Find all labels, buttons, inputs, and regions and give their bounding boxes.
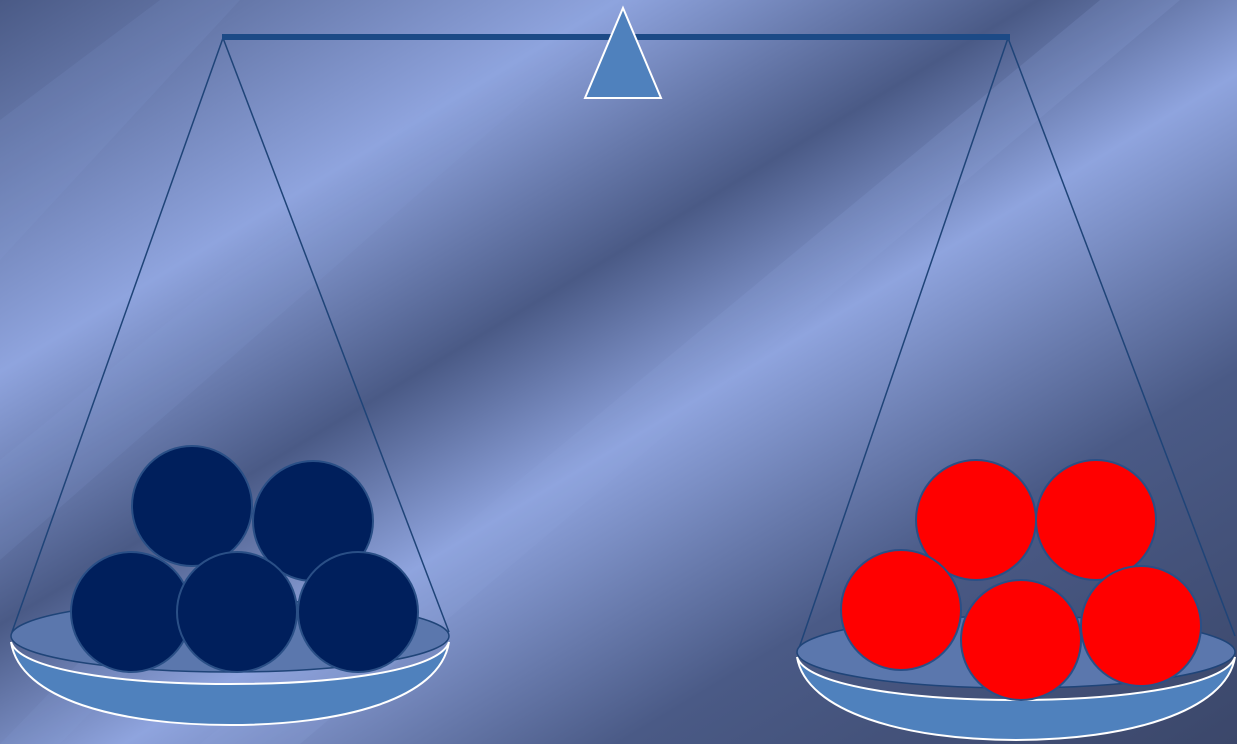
red-ball: [1036, 460, 1156, 580]
red-ball: [841, 550, 961, 670]
navy-ball: [298, 552, 418, 672]
navy-ball: [132, 446, 252, 566]
red-ball: [1081, 566, 1201, 686]
navy-ball: [71, 552, 191, 672]
red-ball: [961, 580, 1081, 700]
navy-ball: [177, 552, 297, 672]
